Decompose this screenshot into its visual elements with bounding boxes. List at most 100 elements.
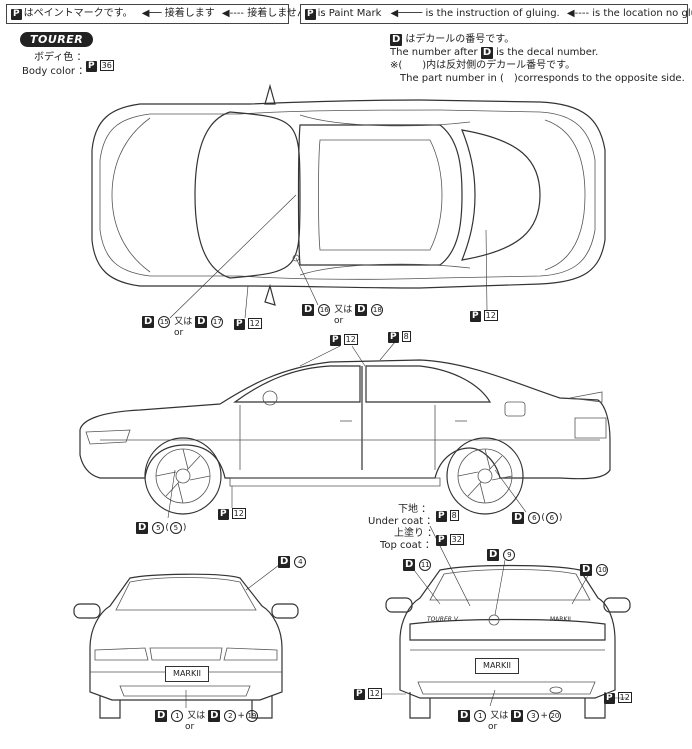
decal-mark-icon: D (142, 316, 155, 328)
decal-number: 5 (152, 522, 165, 534)
decal-number-alt: 17 (211, 316, 224, 328)
or-jp: 又は (174, 317, 193, 327)
top-view-car (91, 83, 606, 306)
decal-mark-icon: D (278, 556, 291, 568)
decal-number: 1 (474, 710, 487, 722)
dashed-arrow-icon: ◀‑‑‑‑ (221, 8, 245, 19)
legend-en-noglue: is the location no gluing. (592, 8, 692, 19)
paint-mark-icon: P (305, 9, 316, 20)
decal-number-plus: 20 (548, 710, 561, 722)
rear-view-car (385, 564, 631, 719)
paint-mark-icon: P (11, 9, 22, 20)
solid-arrow-icon: ◀──── (390, 8, 423, 19)
body-color-code: 36 (99, 60, 114, 71)
paint-mark-icon: P (436, 511, 447, 522)
paint-code: 12 (367, 688, 382, 699)
undercoat-en: Under coat ： (368, 516, 437, 527)
undercoat-code: 8 (449, 510, 459, 521)
model-badge: TOURER (20, 32, 94, 47)
or-en: or (334, 316, 344, 326)
solid-arrow-icon: ◀── (141, 8, 162, 19)
decal-mark-icon: D (195, 316, 208, 328)
paint-code: 8 (401, 331, 411, 342)
paint-mark-icon: P (604, 693, 615, 704)
decal-mark-icon: D (136, 522, 149, 534)
decal-number: 11 (419, 559, 432, 571)
legend-en-paint: is Paint Mark (317, 8, 382, 19)
decal-mark-icon: D (403, 559, 416, 571)
or-jp: 又は (187, 711, 206, 721)
undercoat-jp: 下地 ： (398, 504, 432, 515)
decal-info-en-post: is the decal number. (496, 47, 599, 58)
front-license-plate: MARKII (165, 666, 209, 682)
paint-mark-icon: P (330, 335, 341, 346)
paint-mark-icon: P (470, 311, 481, 322)
decal-info-line4: The part number in ( )corresponds to the… (400, 73, 685, 84)
decal-number-alt: 6 (545, 512, 558, 524)
legend-jp-noglue: 接着しません (247, 8, 307, 19)
side-view-rear-wheel (446, 437, 524, 515)
legend-jp-glue: 接着します (164, 8, 215, 19)
decal-number: 16 (318, 304, 331, 316)
rear-license-plate: MARKII (475, 658, 519, 674)
decal-mark-icon: D (480, 47, 494, 59)
topcoat-en: Top coat ： (380, 540, 435, 551)
side-view-car (79, 359, 611, 487)
decal-info-line3: ※( )内は反対側のデカール番号です。 (390, 60, 576, 71)
decal-info-jp: はデカールの番号です。 (405, 34, 515, 45)
decal-mark-icon: D (355, 304, 368, 316)
decal-number: 4 (294, 556, 307, 568)
topcoat-code: 32 (449, 534, 464, 545)
decal-mark-icon: D (512, 512, 525, 524)
paint-mark-icon: P (354, 689, 365, 700)
decal-number: 6 (528, 512, 541, 524)
decal-mark-icon: D (302, 304, 315, 316)
paint-mark-icon: P (218, 509, 229, 520)
decal-number: 1 (171, 710, 184, 722)
paint-code: 12 (231, 508, 246, 519)
decal-mark-icon: D (487, 549, 500, 561)
decal-number: 15 (158, 316, 171, 328)
or-en: or (174, 328, 184, 338)
or-jp: 又は (334, 305, 353, 315)
decal-number-alt: 18 (371, 304, 384, 316)
paint-mark-icon: P (436, 535, 447, 546)
paint-mark-icon: P (388, 332, 399, 343)
or-en: or (185, 722, 195, 732)
dashed-arrow-icon: ◀‑‑‑‑ (566, 8, 590, 19)
topcoat-jp: 上塗り ： (394, 528, 438, 539)
paint-code: 12 (483, 310, 498, 321)
rear-trunk-badge: TOURER V (427, 616, 458, 623)
legend-jp-paint: はペイントマークです。 (23, 8, 133, 19)
decal-mark-icon: D (155, 710, 168, 722)
decal-mark-icon: D (390, 34, 403, 46)
decal-number: 10 (596, 564, 609, 576)
decal-mark-icon: D (208, 710, 221, 722)
body-color-en: Body color ： (22, 66, 89, 77)
paint-code: 12 (343, 334, 358, 345)
decal-number: 9 (503, 549, 516, 561)
paint-code: 12 (617, 692, 632, 703)
side-view-front-wheel (144, 437, 222, 515)
or-jp: 又は (490, 711, 509, 721)
